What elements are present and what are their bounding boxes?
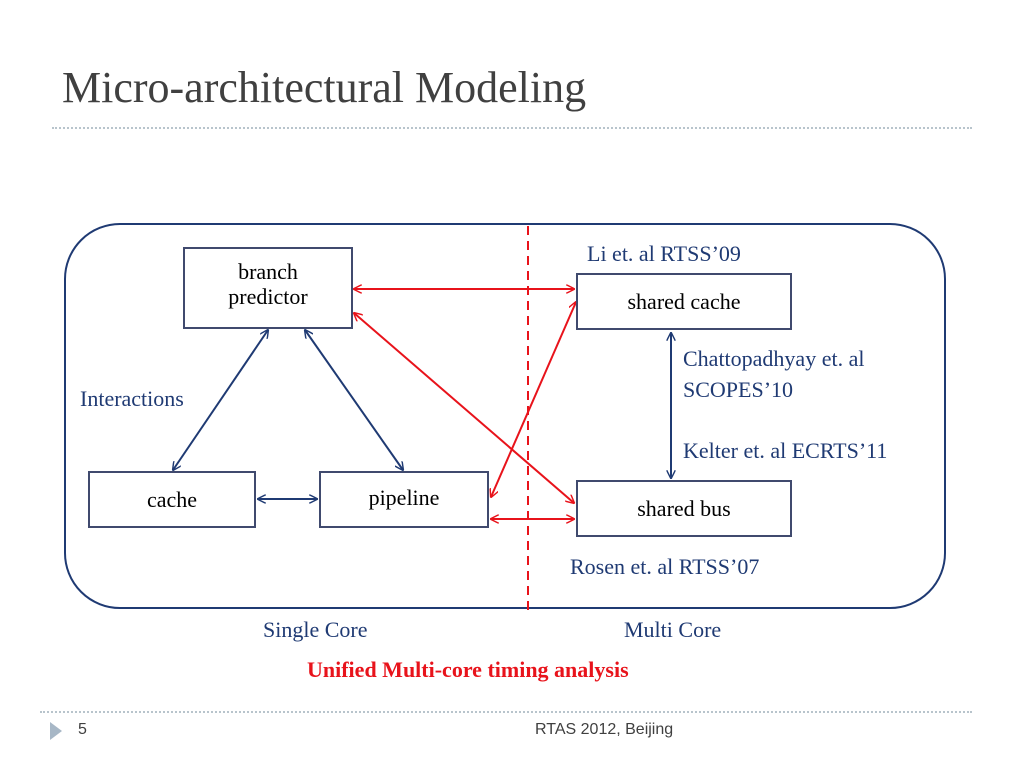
- core-enclosure: [64, 223, 946, 609]
- pipeline-label: pipeline: [368, 484, 440, 510]
- citation-rosen: Rosen et. al RTSS’07: [570, 554, 760, 579]
- citation-kelter: Kelter et. al ECRTS’11: [683, 438, 888, 463]
- arrow-branch-pipeline: [305, 330, 403, 470]
- interactions-label: Interactions: [80, 386, 184, 411]
- arrow-pipeline-sharedcache: [491, 302, 576, 497]
- shared-cache-box: shared cache: [576, 273, 792, 330]
- cache-label: cache: [146, 486, 198, 512]
- page-number: 5: [78, 721, 87, 738]
- shared-cache-label: shared cache: [627, 288, 741, 314]
- citation-chattopadhyay-line2: SCOPES’10: [683, 377, 794, 402]
- single-core-label: Single Core: [263, 617, 368, 642]
- arrow-branch-cache: [173, 330, 268, 470]
- footer-caption: RTAS 2012, Beijing: [535, 721, 674, 738]
- citation-chattopadhyay-line1: Chattopadhyay et. al: [683, 346, 865, 371]
- play-bullet-icon: [50, 722, 62, 740]
- citation-li: Li et. al RTSS’09: [587, 241, 741, 266]
- multi-core-label: Multi Core: [624, 617, 722, 642]
- footer-divider: [40, 711, 972, 713]
- title-divider: [52, 127, 972, 129]
- branch-predictor-label: branch predictor: [228, 259, 308, 310]
- slide-title: Micro-architectural Modeling: [62, 63, 587, 112]
- pipeline-box: pipeline: [319, 471, 489, 528]
- branch-predictor-box: branch predictor: [183, 247, 353, 329]
- shared-bus-box: shared bus: [576, 480, 792, 537]
- unified-analysis-caption: Unified Multi-core timing analysis: [307, 657, 629, 682]
- cache-box: cache: [88, 471, 256, 528]
- shared-bus-label: shared bus: [637, 495, 731, 521]
